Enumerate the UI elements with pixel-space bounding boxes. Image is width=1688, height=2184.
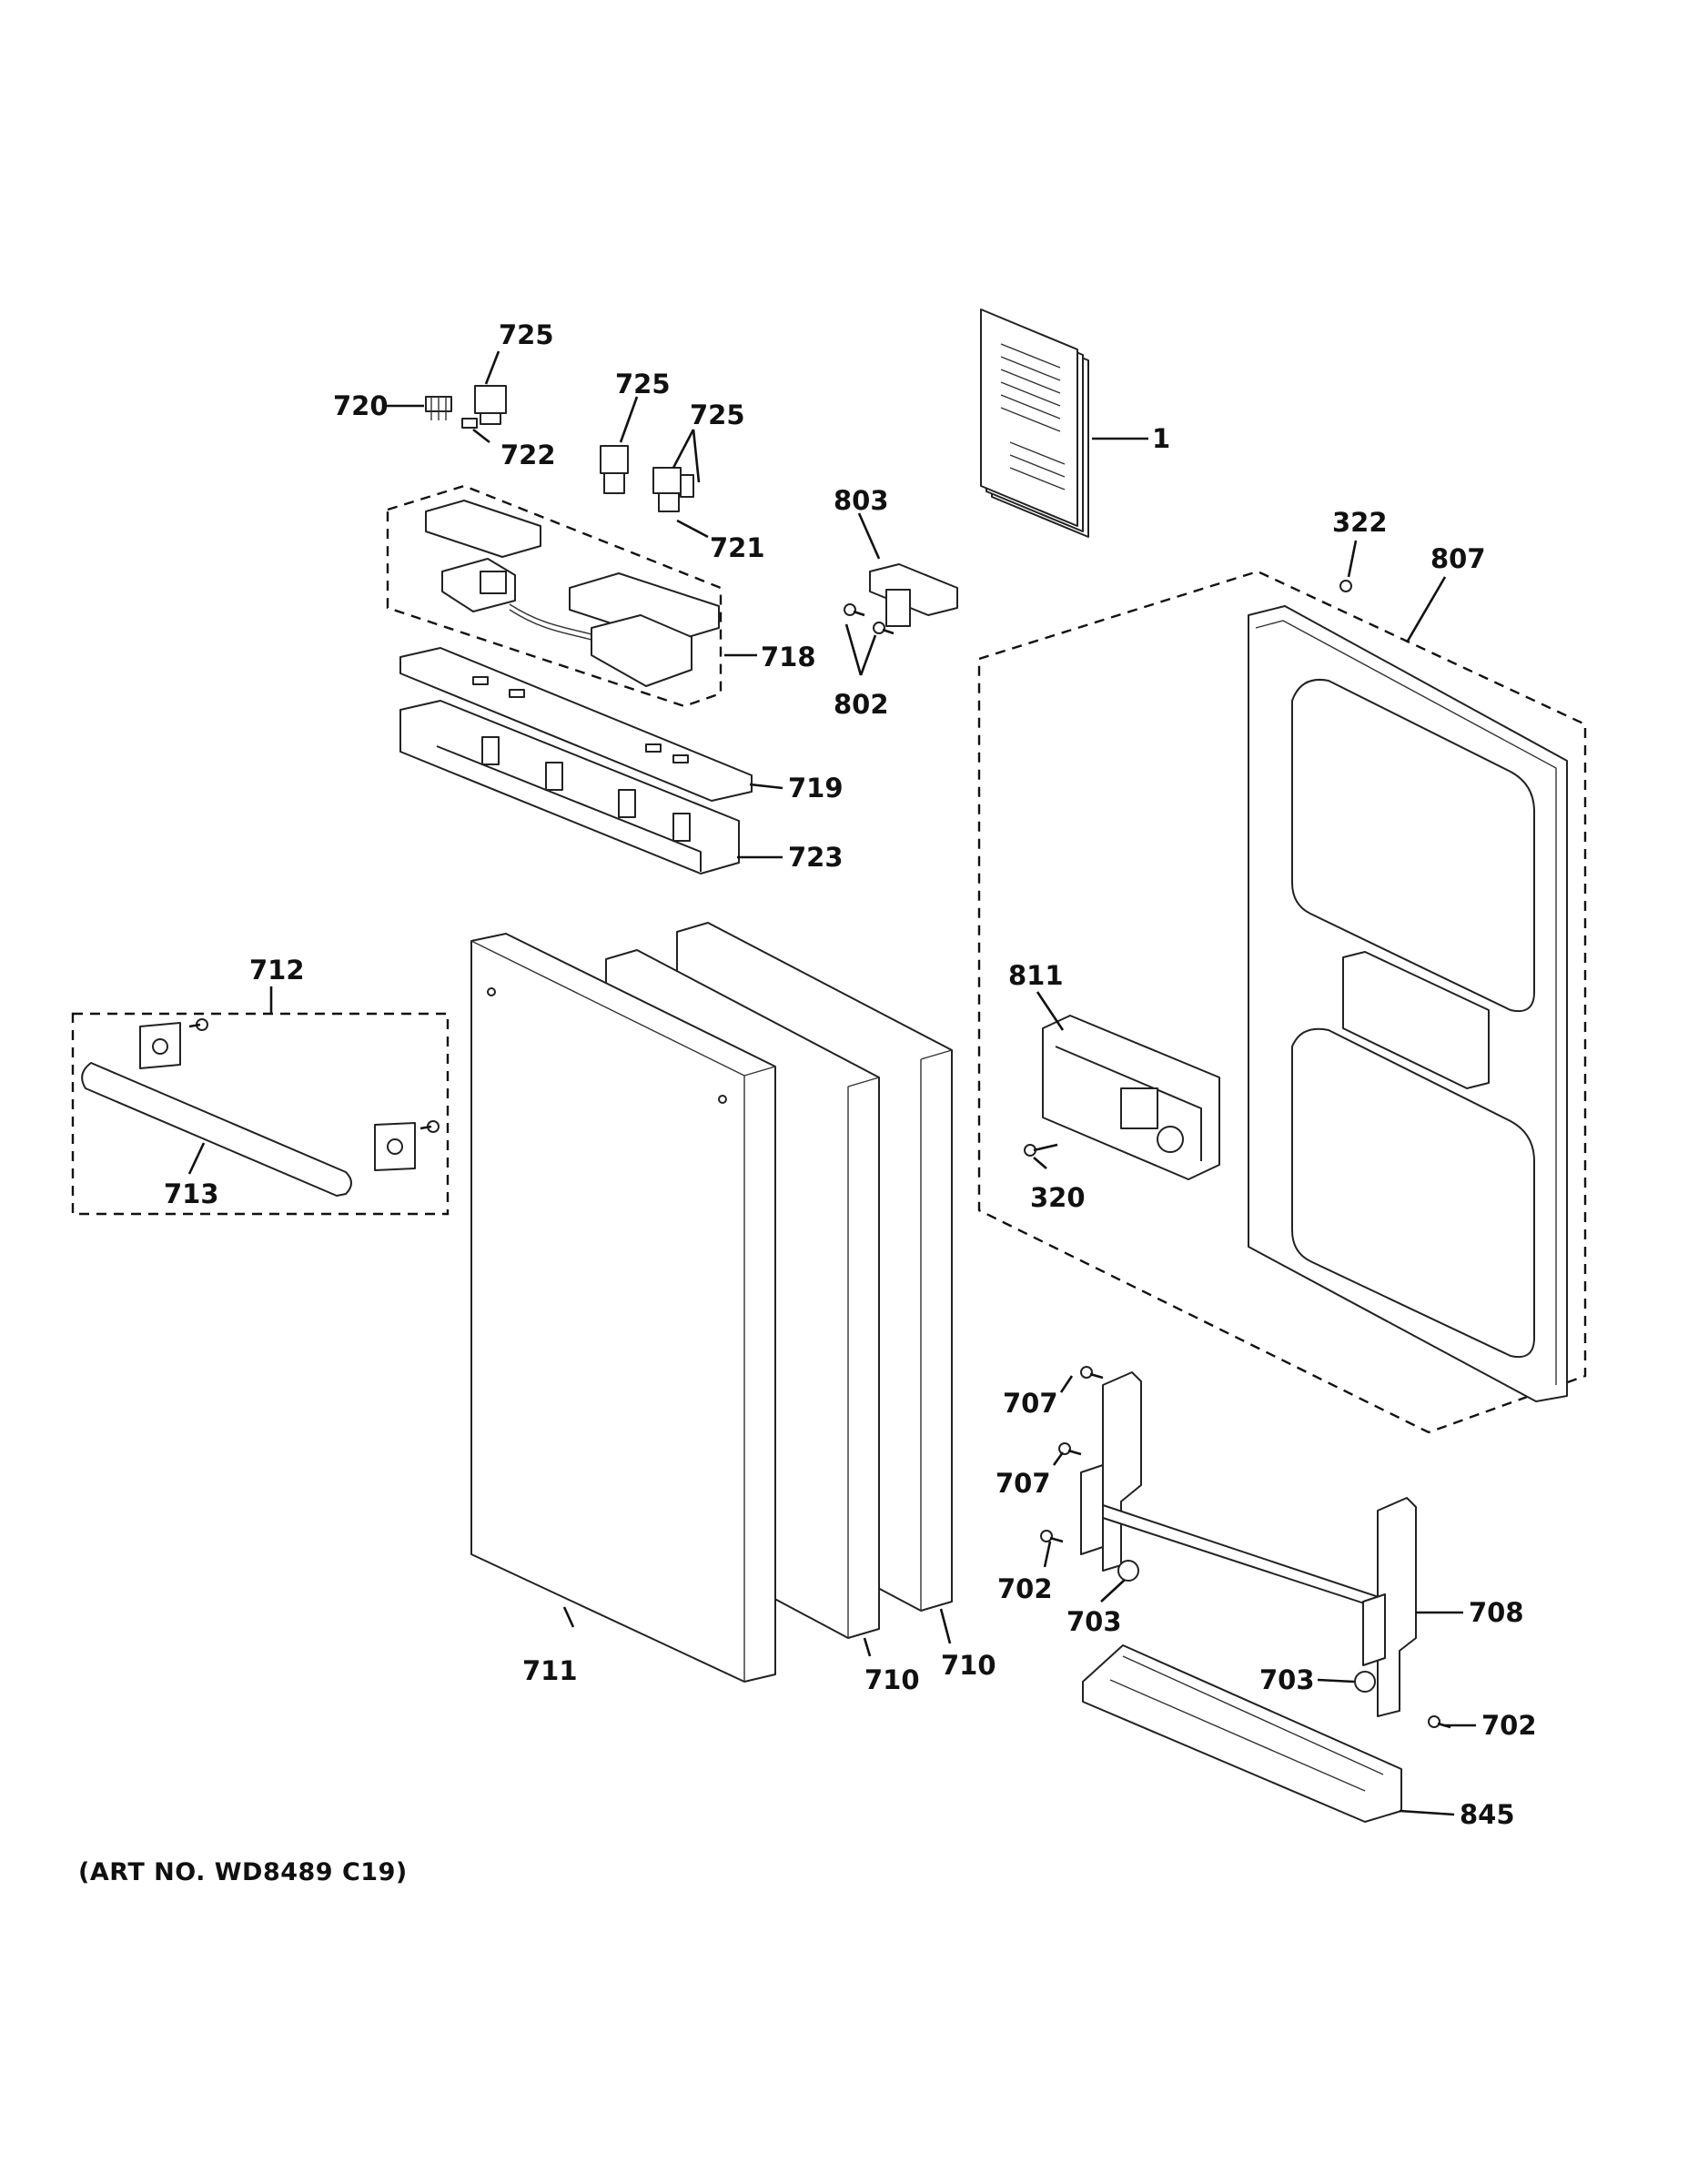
callout-722: 722 <box>500 440 556 470</box>
callout-703-b: 703 <box>1259 1664 1315 1695</box>
part-712-outline <box>71 1012 450 1216</box>
part-hinge-left <box>1080 1371 1142 1572</box>
callout-707-b: 707 <box>996 1468 1051 1499</box>
callout-845: 845 <box>1460 1799 1515 1830</box>
part-807-outline <box>977 570 1587 1434</box>
callout-725-b: 725 <box>615 369 671 399</box>
callout-712: 712 <box>249 955 305 986</box>
callout-708: 708 <box>1469 1597 1524 1628</box>
callout-702-a: 702 <box>997 1573 1053 1604</box>
part-803-bracket <box>869 563 958 627</box>
callout-803: 803 <box>834 485 889 516</box>
leader-lines <box>187 350 1476 1816</box>
part-725-switch-b <box>600 445 629 494</box>
part-807-inner-door <box>1248 605 1568 1402</box>
part-713-handle <box>81 1018 440 1197</box>
part-702-screw-left <box>1040 1530 1064 1543</box>
callout-711: 711 <box>522 1655 578 1686</box>
callout-710-b: 710 <box>941 1650 996 1681</box>
part-hinge-rod <box>1102 1504 1393 1613</box>
part-322-screw <box>1339 580 1352 592</box>
part-725-switch-c <box>652 467 694 512</box>
part-711-door-panel <box>470 933 776 1683</box>
callout-725-a: 725 <box>499 319 554 350</box>
part-723-control-housing <box>399 700 740 875</box>
callout-725-c: 725 <box>690 399 745 430</box>
part-722-clip <box>461 418 478 429</box>
part-1-manual <box>980 308 1089 538</box>
part-802-screws <box>844 603 895 635</box>
callout-703-a: 703 <box>1066 1606 1122 1637</box>
callout-721: 721 <box>710 532 765 563</box>
part-811-dispenser <box>1042 1015 1220 1180</box>
art-number: (ART NO. WD8489 C19) <box>78 1858 408 1886</box>
callout-718: 718 <box>761 642 816 672</box>
part-703-washer-left <box>1117 1560 1139 1582</box>
part-718-outline <box>386 484 723 708</box>
part-845-toe-kick <box>1082 1644 1402 1823</box>
callout-802: 802 <box>834 689 889 720</box>
callout-322: 322 <box>1332 507 1388 538</box>
part-720-connector <box>425 396 452 420</box>
part-320-screw <box>1024 1143 1058 1157</box>
part-703-washer-right <box>1354 1671 1376 1693</box>
part-719-control-cover <box>399 647 753 802</box>
callout-719: 719 <box>788 773 844 804</box>
callout-723: 723 <box>788 842 844 873</box>
callout-811: 811 <box>1008 960 1064 991</box>
callout-320: 320 <box>1030 1182 1086 1213</box>
callout-1: 1 <box>1152 423 1170 454</box>
callout-710-a: 710 <box>864 1664 920 1695</box>
part-702-screw-right <box>1428 1715 1451 1729</box>
part-708-hinge-right <box>1362 1497 1417 1717</box>
callout-807: 807 <box>1430 543 1486 574</box>
callout-labels: 1 725 720 722 725 725 721 718 719 723 80… <box>164 319 1537 1830</box>
part-725-switch-a <box>474 385 507 425</box>
callout-707-a: 707 <box>1003 1388 1058 1419</box>
part-718-boards <box>425 500 720 687</box>
callout-713: 713 <box>164 1178 219 1209</box>
callout-702-b: 702 <box>1481 1710 1537 1741</box>
part-707-screws <box>1058 1366 1104 1456</box>
callout-720: 720 <box>333 390 389 421</box>
